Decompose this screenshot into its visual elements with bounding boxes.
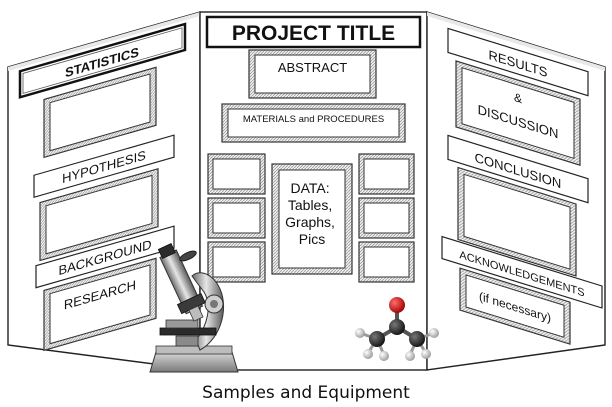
research-box: RESEARCH: [43, 257, 157, 352]
small-box: [207, 153, 266, 195]
project-title-text: PROJECT TITLE: [232, 22, 395, 45]
small-box: [358, 197, 415, 239]
hypothesis-banner: HYPOTHESIS: [33, 134, 175, 199]
center-left-boxes: [207, 153, 266, 283]
project-title-box: PROJECT TITLE: [205, 15, 422, 49]
if-necessary-box: (if necessary): [459, 267, 571, 345]
molecule-icon: [355, 297, 439, 361]
abstract-text: ABSTRACT: [278, 60, 347, 75]
microscope-icon: [149, 243, 239, 373]
abstract-box: ABSTRACT: [248, 49, 377, 99]
hypothesis-content-box: [39, 167, 159, 262]
materials-procedures-box: MATERIALS and PROCEDURES: [221, 103, 406, 143]
data-box: DATA: Tables, Graphs, Pics: [271, 163, 353, 275]
materials-procedures-text: MATERIALS and PROCEDURES: [243, 114, 384, 125]
data-line: Graphs,: [285, 214, 335, 230]
data-line: DATA:: [290, 180, 329, 196]
caption-samples-equipment: Samples and Equipment: [202, 383, 410, 403]
amp-text: &: [514, 90, 522, 106]
center-right-boxes: [358, 153, 415, 283]
discussion-box: & DISCUSSION: [455, 60, 581, 167]
statistics-content-box: [43, 66, 157, 159]
small-box: [358, 241, 415, 283]
conclusion-content-box: [457, 166, 577, 277]
small-box: [207, 241, 266, 283]
data-line: Pics: [299, 231, 325, 247]
small-box: [207, 197, 266, 239]
data-label: DATA: Tables, Graphs, Pics: [285, 180, 339, 247]
data-line: Tables,: [288, 197, 332, 213]
small-box: [358, 153, 415, 195]
